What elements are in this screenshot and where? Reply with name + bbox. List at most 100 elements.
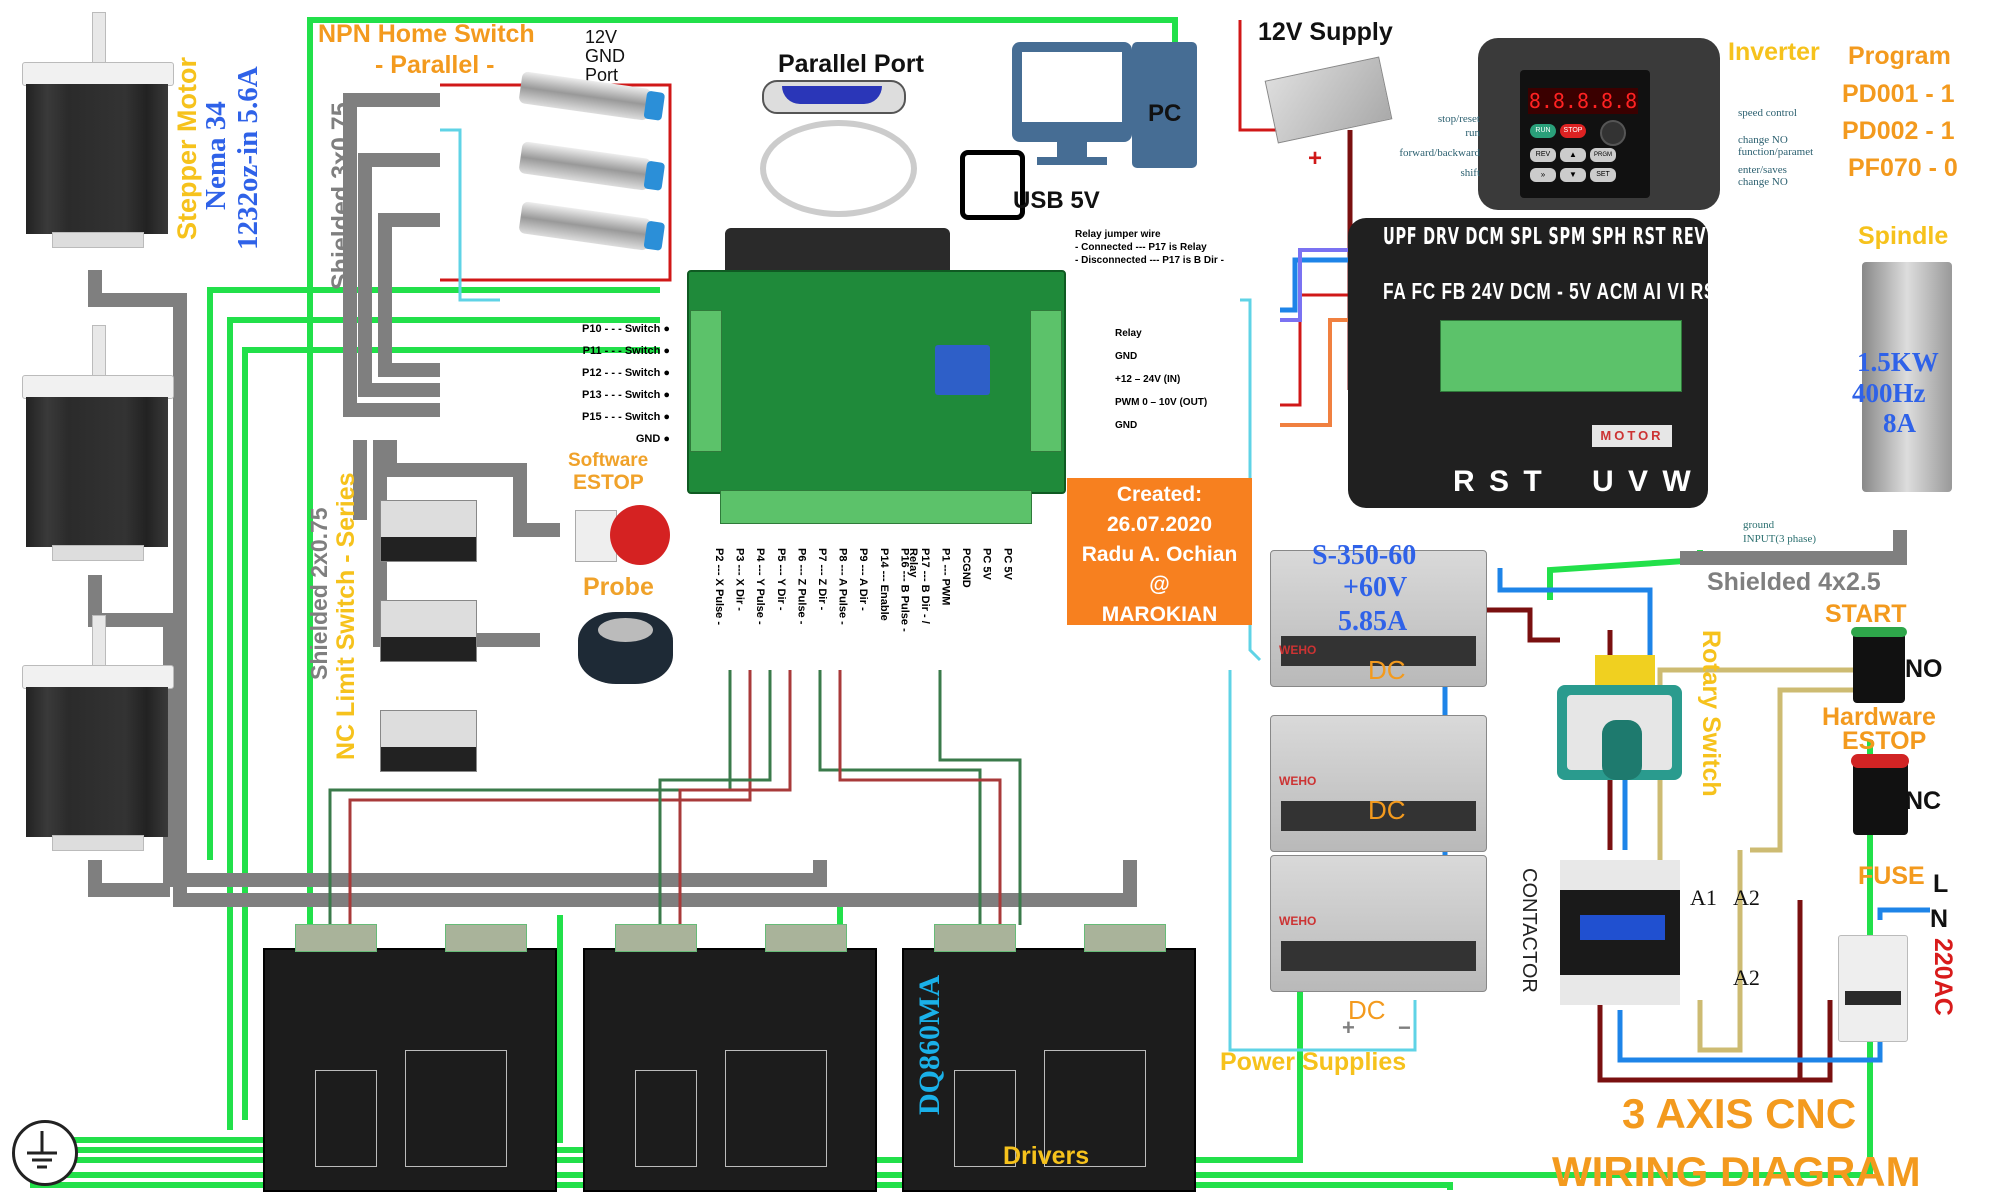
bob-left-pin: P15 - - - Switch ● (582, 411, 670, 423)
run-button[interactable]: RUN (1530, 124, 1556, 138)
fuse-label: FUSE (1858, 862, 1925, 890)
keypad-legend: forward/backward (1399, 147, 1480, 159)
legend-ground: ground (1743, 519, 1775, 531)
motor-cable (88, 575, 827, 887)
stepper-driver-3 (902, 924, 1196, 1192)
credit-box: Created: 26.07.2020 Radu A. Ochian @ MAR… (1067, 478, 1252, 626)
start-button[interactable] (1851, 627, 1907, 703)
limit-switch-2 (380, 600, 477, 662)
speed-knob[interactable] (1600, 120, 1626, 146)
spindle-label: Spindle (1858, 222, 1949, 250)
contactor (1560, 860, 1680, 1005)
inverter-keypad-legend-left: stop/reset run forward/backward shift (1340, 112, 1480, 180)
driver-power-terminal (445, 924, 527, 952)
pc-label: PC (1148, 100, 1182, 127)
breakout-board (687, 270, 1066, 494)
motor-shaft (92, 325, 106, 379)
power-supplies-label: Power Supplies (1220, 1048, 1407, 1076)
driver-table (1044, 1050, 1146, 1167)
program-line-2: PD002 - 1 (1842, 117, 1955, 145)
program-line-1: PD001 - 1 (1842, 80, 1955, 108)
bob-left-pin-labels: P10 - - - Switch ● P11 - - - Switch ● P1… (500, 318, 670, 450)
inverter-terminal-block (1440, 320, 1682, 392)
bob-bottom-pin: PCGND (960, 548, 973, 588)
bob-bottom-pin: PC 5V (1001, 548, 1014, 580)
parallel-port-icon (762, 80, 906, 114)
sensor-cable (358, 153, 440, 397)
inverter-display: 8.8.8.8.8 (1528, 88, 1638, 114)
bob-left-pin: P10 - - - Switch ● (582, 323, 670, 335)
bob-left-pin: GND ● (635, 433, 670, 445)
bob-left-terminal (690, 310, 722, 452)
program-line-3: PF070 - 0 (1848, 154, 1958, 182)
sensor-cable (343, 93, 440, 417)
hw-estop-button[interactable] (1851, 754, 1909, 835)
bob-right-pin-labels: Relay GND +12 – 24V (IN) PWM 0 – 10V (OU… (1115, 322, 1207, 437)
ground-wire (242, 347, 660, 1120)
ground-symbol-icon (12, 1120, 78, 1186)
pin-gnd: GND (585, 46, 625, 66)
up-button[interactable]: ▲ (1560, 148, 1586, 162)
relay-note-line: Relay jumper wire (1075, 229, 1161, 240)
bob-right-pin: GND (1115, 351, 1138, 362)
start-label: START (1825, 600, 1907, 628)
bob-bottom-pin: P8 --- A Pulse - (836, 548, 849, 625)
psu-brand: WEHO (1279, 914, 1317, 928)
fuse-neutral: N (1930, 905, 1949, 933)
contactor-a2: A2 (1733, 885, 1760, 910)
motor-cable (88, 270, 1137, 907)
parallel-port-label: Parallel Port (778, 50, 924, 78)
mains-voltage: 220AC (1929, 938, 1957, 1016)
ground-wire (207, 287, 660, 860)
driver-power-terminal (765, 924, 847, 952)
spindle-current: 8A (1883, 408, 1916, 438)
driver-signal-terminal (295, 924, 377, 952)
prgm-button[interactable]: PRGM (1590, 148, 1616, 162)
hw-estop-label-1: Hardware (1822, 703, 1936, 731)
psu-current: 5.85A (1338, 606, 1408, 637)
driver-table (315, 1070, 377, 1167)
inverter-terminals-bottom: FA FC FB 24V DCM - 5V ACM AI VI RS- RS+ (1383, 278, 1765, 304)
stop-button[interactable]: STOP (1560, 124, 1586, 138)
inverter-motor-tag: MOTOR (1592, 425, 1672, 447)
bob-right-pin: Relay (1115, 328, 1142, 339)
usb-label: USB 5V (1013, 187, 1100, 214)
rev-button[interactable]: REV (1530, 148, 1556, 162)
bob-bottom-pin: P4 --- Y Pulse - (754, 548, 767, 625)
hw-estop-contact: NC (1905, 787, 1942, 815)
driver-power-terminal (1084, 924, 1166, 952)
bob-bottom-pin: PC 5V (980, 548, 993, 580)
spindle-device (1862, 262, 1952, 492)
driver-table (405, 1050, 507, 1167)
rotary-switch[interactable] (1557, 685, 1682, 780)
drivers-label: Drivers (1003, 1142, 1090, 1170)
driver-signal-terminal (934, 924, 1016, 952)
relay-note-line: - Disconnected --- P17 is B Dir - (1075, 255, 1224, 266)
pin-12v: 12V (585, 27, 618, 47)
keypad-legend: run (1465, 127, 1480, 139)
down-button[interactable]: ▼ (1560, 168, 1586, 182)
relay (935, 345, 990, 395)
psu-brand: WEHO (1279, 643, 1317, 657)
bob-bottom-terminal (720, 490, 1032, 524)
spindle-power: 1.5KW (1857, 347, 1939, 377)
home-switch-title: NPN Home Switch (318, 20, 535, 48)
psu-dc-2: DC (1368, 795, 1406, 825)
probe-label: Probe (583, 573, 654, 601)
set-button[interactable]: SET (1590, 168, 1616, 182)
bob-left-pin: P11 - - - Switch ● (582, 345, 670, 357)
stepper-motor-y (22, 325, 174, 565)
keypad-legend: change NO (1738, 176, 1788, 188)
bob-left-pin: P12 - - - Switch ● (582, 367, 670, 379)
rotary-switch-label: Rotary Switch (1697, 630, 1725, 797)
diagram-title-line-1: 3 AXIS CNC (1622, 1090, 1857, 1137)
credit-at: @ (1149, 573, 1170, 596)
shift-button[interactable]: » (1530, 168, 1556, 182)
bob-bottom-pin: P1 --- PWM (939, 548, 952, 606)
home-switch-pin-legend: 12V GND Port (585, 28, 625, 85)
spindle-cable (1680, 530, 1907, 565)
stepper-motor-z (22, 615, 174, 855)
driver-table (635, 1070, 697, 1167)
ground-wire (30, 915, 563, 1143)
estop-cable (383, 440, 560, 537)
